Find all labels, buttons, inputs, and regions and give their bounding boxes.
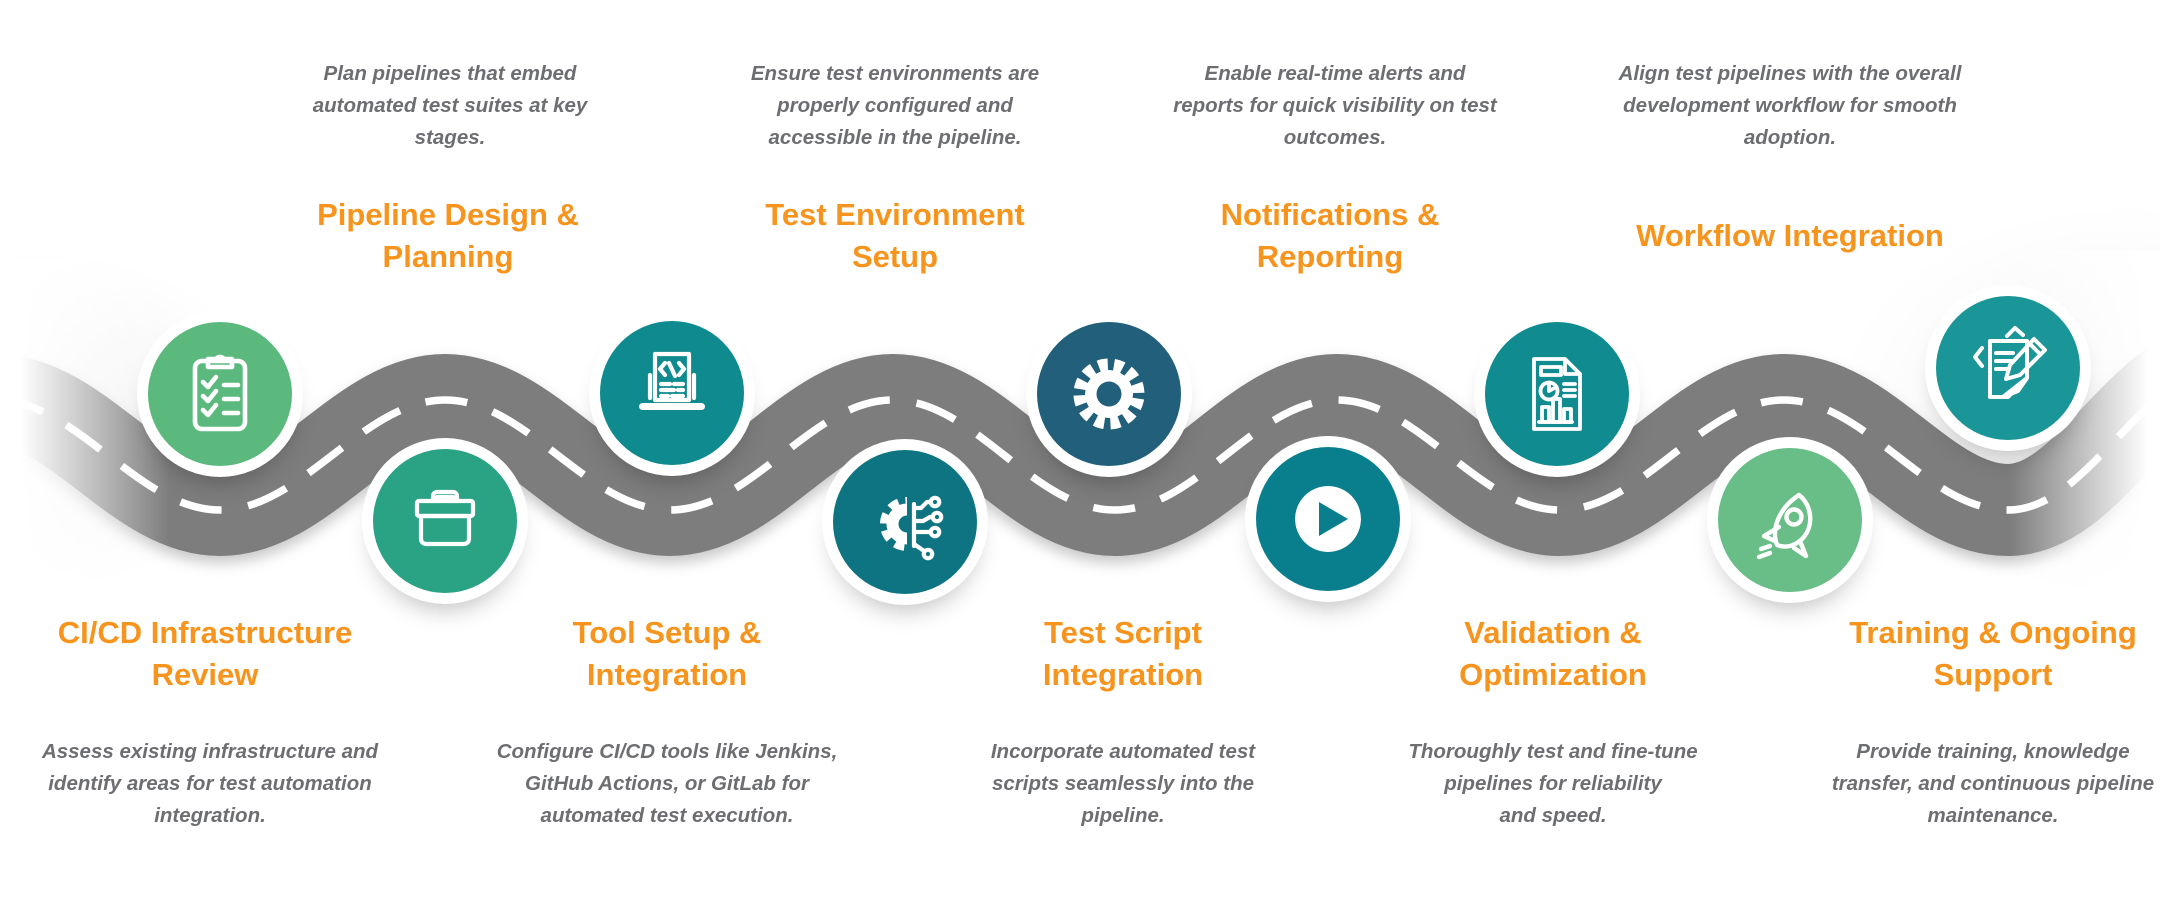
gear-circuit-icon xyxy=(880,495,944,561)
play-icon xyxy=(1295,486,1361,552)
gear-icon xyxy=(1073,358,1145,430)
step-7-icon-badge xyxy=(1485,322,1629,466)
step-9-icon-badge xyxy=(1936,296,2080,440)
briefcase-icon xyxy=(414,489,476,547)
step-4-description: Ensure test environments are properly co… xyxy=(750,62,1040,149)
step-3-title: Tool Setup & Integration xyxy=(572,615,762,692)
step-3-icon-badge xyxy=(600,321,744,465)
notes-pencil-icon xyxy=(1973,326,2047,399)
step-4-title: Test Environment Setup xyxy=(765,197,1025,274)
step-1-title: CI/CD Infrastructure Review xyxy=(57,615,353,692)
step-9-description: Provide training, knowledge transfer, an… xyxy=(1831,740,2155,827)
laptop-code-icon xyxy=(639,351,705,410)
step-6-icon-badge xyxy=(1256,447,1400,591)
step-2-description: Plan pipelines that embed automated test… xyxy=(312,62,588,149)
step-7-title: Validation & Optimization xyxy=(1459,615,1647,692)
step-6-title: Notifications & Reporting xyxy=(1220,197,1440,274)
step-6-description: Enable real-time alerts and reports for … xyxy=(1173,62,1497,149)
step-2-title: Pipeline Design & Planning xyxy=(317,197,579,274)
step-3-description: Configure CI/CD tools like Jenkins, GitH… xyxy=(496,740,838,827)
step-1-description: Assess existing infrastructure and ident… xyxy=(41,740,379,827)
step-7-description: Thoroughly test and fine-tune pipelines … xyxy=(1408,740,1698,827)
road-center-dashes xyxy=(0,391,2160,514)
step-8-icon-badge xyxy=(1718,448,1862,592)
report-chart-icon xyxy=(1532,357,1582,431)
step-5-title: Test Script Integration xyxy=(1042,615,1204,692)
step-9-title: Training & Ongoing Support xyxy=(1849,615,2137,692)
step-5-icon-badge xyxy=(1037,322,1181,466)
rocket-icon xyxy=(1756,492,1813,560)
clipboard-checklist-icon xyxy=(192,354,248,432)
step-1-icon-badge xyxy=(148,322,292,466)
step-4-icon-badge xyxy=(833,450,977,594)
step-2-icon-badge xyxy=(373,449,517,593)
step-8-description: Align test pipelines with the overall de… xyxy=(1618,62,1962,149)
step-5-description: Incorporate automated test scripts seaml… xyxy=(990,740,1256,827)
step-8-title: Workflow Integration xyxy=(1636,218,1944,253)
